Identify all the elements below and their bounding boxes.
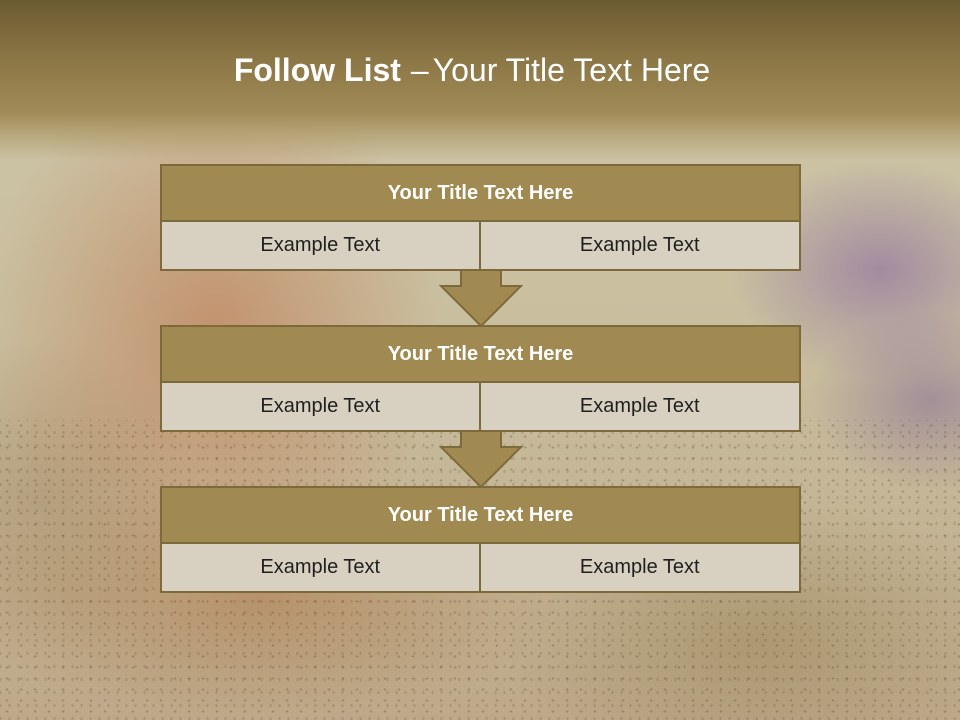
page-title: Follow List–Your Title Text Here	[0, 52, 944, 89]
list-block-1: Your Title Text Here Example Text Exampl…	[160, 164, 801, 271]
page-title-separator: –	[410, 52, 429, 88]
block-title: Your Title Text Here	[160, 164, 801, 222]
page-title-text: Your Title Text Here	[432, 52, 711, 88]
list-block-2: Your Title Text Here Example Text Exampl…	[160, 325, 801, 432]
block-row: Example Text Example Text	[160, 383, 801, 432]
block-cell-right: Example Text	[480, 383, 801, 432]
block-title: Your Title Text Here	[160, 486, 801, 544]
header-band	[0, 0, 960, 160]
block-cell-right: Example Text	[480, 544, 801, 593]
block-row: Example Text Example Text	[160, 544, 801, 593]
block-title: Your Title Text Here	[160, 325, 801, 383]
down-arrow-icon	[439, 431, 523, 489]
block-cell-left: Example Text	[160, 222, 481, 271]
down-arrow-icon	[439, 270, 523, 328]
block-cell-left: Example Text	[160, 544, 481, 593]
page-title-bold: Follow List	[233, 52, 401, 88]
block-row: Example Text Example Text	[160, 222, 801, 271]
block-cell-left: Example Text	[160, 383, 481, 432]
list-block-3: Your Title Text Here Example Text Exampl…	[160, 486, 801, 593]
block-cell-right: Example Text	[480, 222, 801, 271]
